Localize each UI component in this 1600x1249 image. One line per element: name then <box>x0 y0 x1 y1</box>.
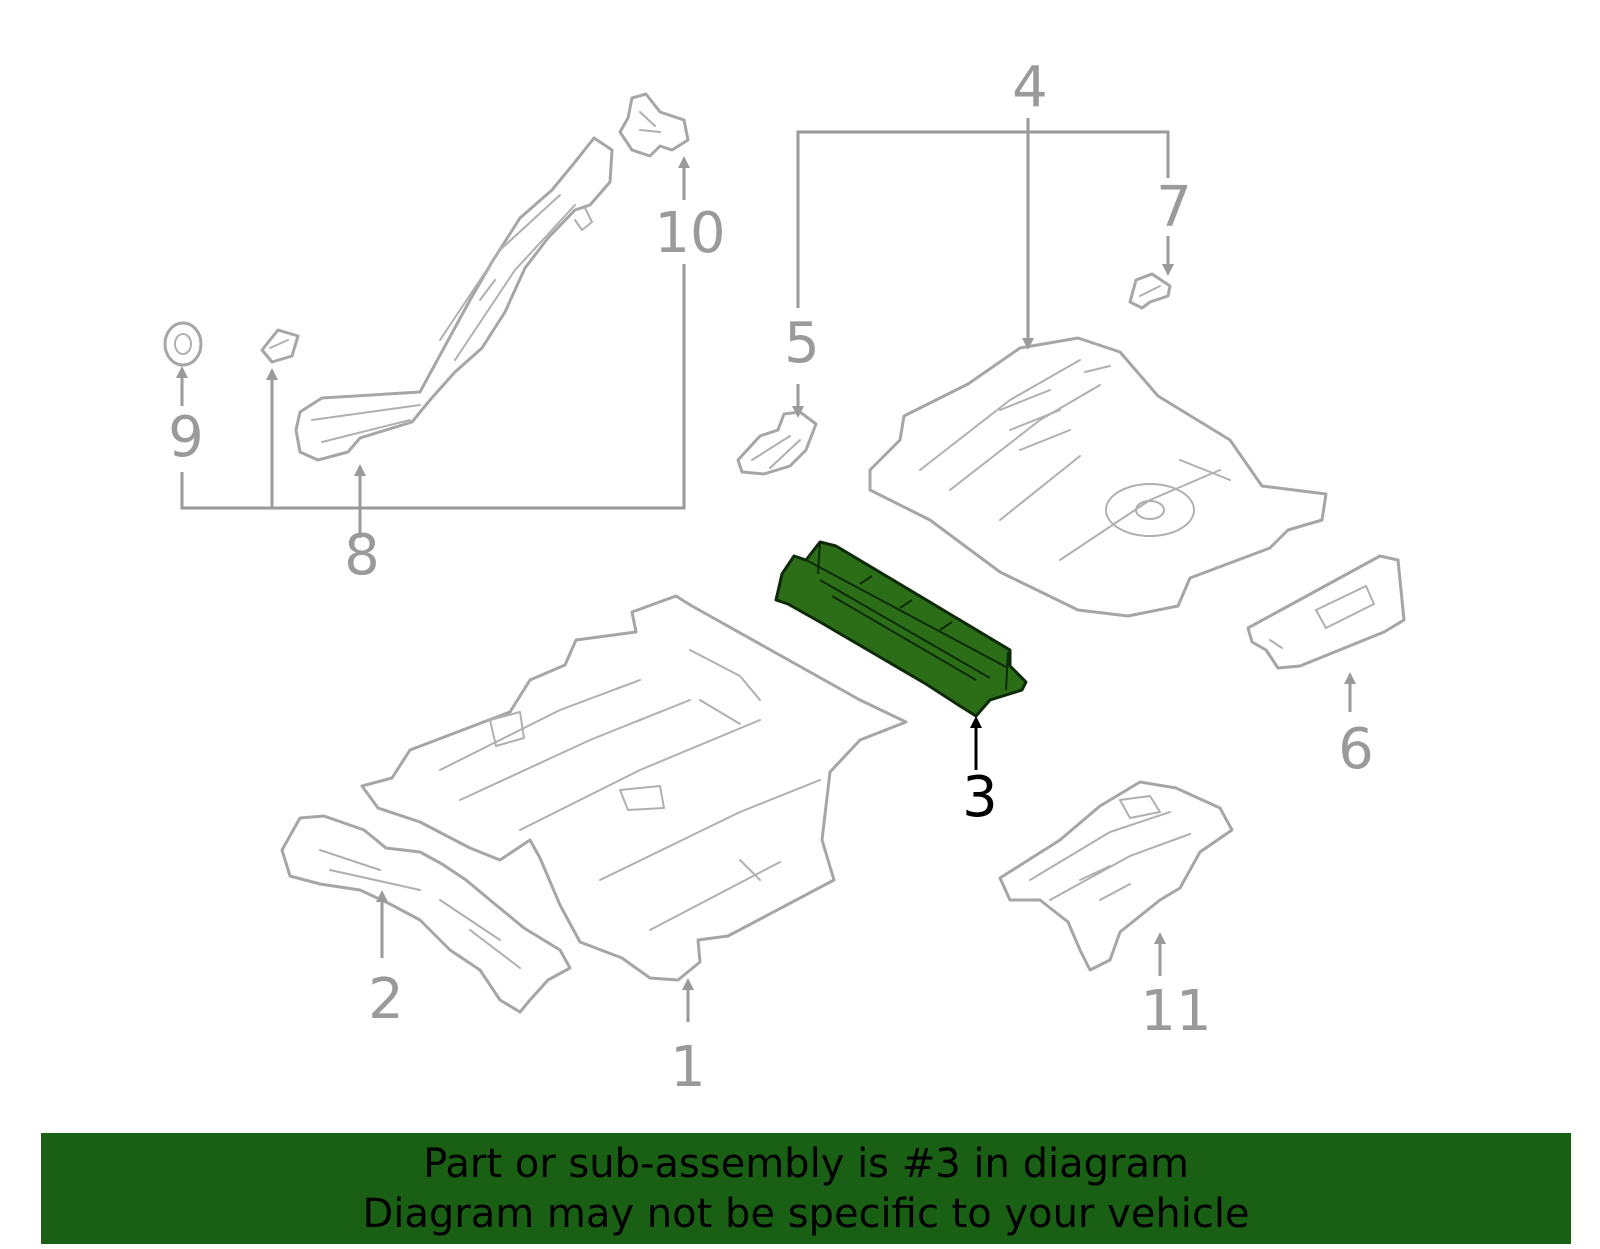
part-1-front-floor-pan[interactable] <box>360 594 908 982</box>
part-9-plug[interactable] <box>163 321 203 367</box>
part-11-tunnel-panel[interactable] <box>998 780 1234 972</box>
callout-3[interactable]: 3 <box>962 765 998 830</box>
callout-7[interactable]: 7 <box>1156 175 1192 240</box>
part-3-crossmember[interactable] <box>774 540 1028 718</box>
part-8-side-rail[interactable] <box>294 136 614 462</box>
callout-9[interactable]: 9 <box>168 405 204 470</box>
part-4-rear-floor-pan[interactable] <box>868 336 1328 618</box>
part-7-clip[interactable] <box>1128 272 1172 310</box>
callout-5[interactable]: 5 <box>784 311 820 376</box>
callout-1[interactable]: 1 <box>670 1035 706 1100</box>
part-5-bracket[interactable] <box>736 410 818 476</box>
part-9b-plug[interactable] <box>260 328 300 364</box>
callout-8[interactable]: 8 <box>344 523 380 588</box>
banner-line-1: Part or sub-assembly is #3 in diagram <box>423 1140 1189 1187</box>
info-banner: Part or sub-assembly is #3 in diagram Di… <box>41 1133 1571 1244</box>
banner-line-2: Diagram may not be specific to your vehi… <box>362 1190 1250 1237</box>
callout-6[interactable]: 6 <box>1338 717 1374 782</box>
leader-lines <box>176 118 1356 1022</box>
part-2-front-rail[interactable] <box>280 814 572 1014</box>
part-6-crossmember[interactable] <box>1246 554 1406 670</box>
callout-11[interactable]: 11 <box>1140 979 1211 1044</box>
part-10-bracket[interactable] <box>618 92 690 158</box>
callout-labels: 1 2 3 4 5 6 7 8 9 10 11 <box>168 55 1374 1100</box>
callout-2[interactable]: 2 <box>368 967 404 1032</box>
callout-10[interactable]: 10 <box>654 201 725 266</box>
callout-4[interactable]: 4 <box>1012 55 1048 120</box>
